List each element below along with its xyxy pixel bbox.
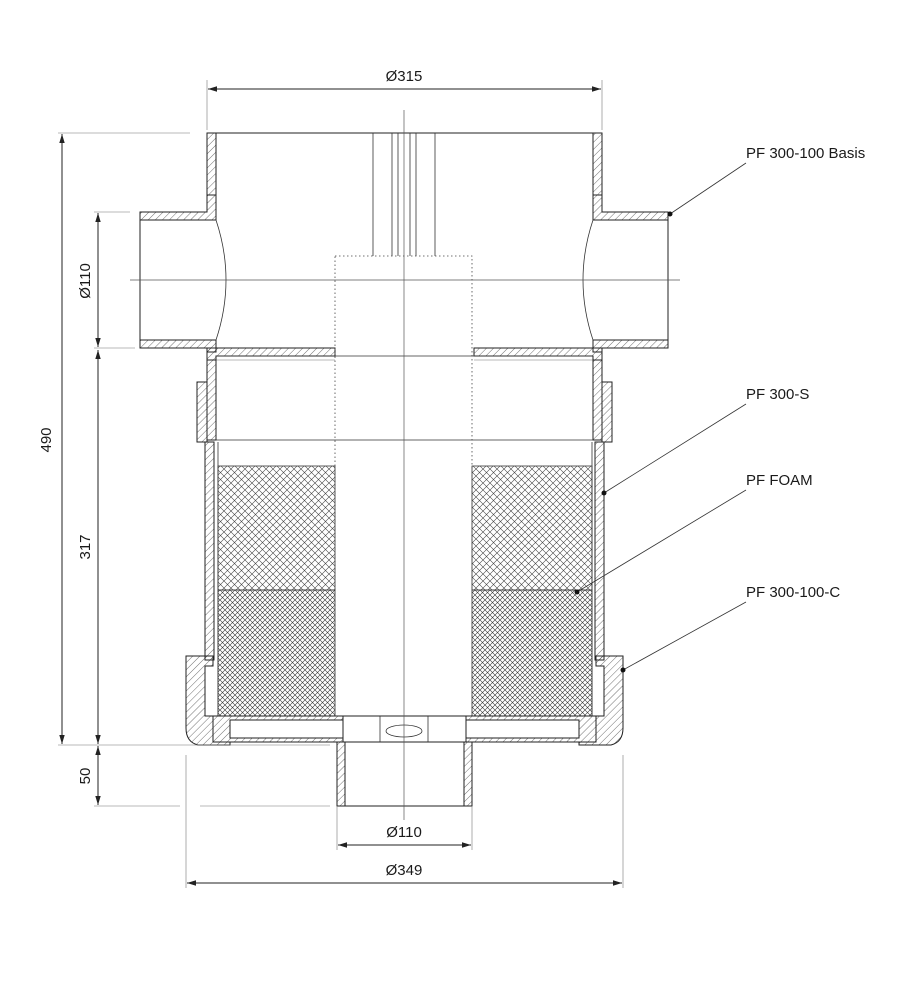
dim-outlet-diameter: Ø110 <box>386 824 422 841</box>
outlet-right-wall <box>463 741 473 807</box>
base-right-wall <box>578 655 624 746</box>
basis-left-wall-top <box>206 132 217 196</box>
callout-foam: PF FOAM <box>746 472 813 489</box>
foam-right-upper <box>471 465 593 591</box>
filter-media <box>217 442 593 717</box>
inlet-right-lower-wall <box>592 339 669 353</box>
inlet-left-upper-wall <box>139 194 217 221</box>
callouts <box>574 162 747 673</box>
basis-floor-right <box>473 347 603 361</box>
dimension-lines <box>58 80 624 888</box>
sleeve-right-upper <box>601 381 613 443</box>
callout-basis: PF 300-100 Basis <box>746 145 865 162</box>
central-tube <box>334 255 473 717</box>
dim-inlet-diameter: Ø110 <box>77 263 94 299</box>
basis-housing <box>139 132 669 441</box>
sleeve-right <box>594 441 605 661</box>
sleeve-left <box>204 441 215 661</box>
basis-spigot-right <box>592 359 603 441</box>
foam-left-upper <box>217 465 336 591</box>
inlet-left-lower-wall <box>139 339 217 353</box>
base-housing <box>185 655 624 807</box>
dim-bottom-diameter: Ø349 <box>386 862 423 879</box>
foam-left-lower <box>217 589 336 717</box>
dim-top-diameter: Ø315 <box>386 68 423 85</box>
basis-spigot-left <box>206 359 217 441</box>
callout-sleeve: PF 300-S <box>746 386 809 403</box>
inlet-right-upper-wall <box>592 194 669 221</box>
dim-body-height: 317 <box>77 534 94 559</box>
dim-outlet-height: 50 <box>77 768 94 785</box>
outlet-left-wall <box>336 741 346 807</box>
basis-right-wall-top <box>592 132 603 196</box>
dim-total-height: 490 <box>38 427 55 452</box>
basis-floor-left <box>206 347 336 361</box>
sleeve-left-upper <box>196 381 208 443</box>
foam-right-lower <box>471 589 593 717</box>
callout-base: PF 300-100-C <box>746 584 840 601</box>
